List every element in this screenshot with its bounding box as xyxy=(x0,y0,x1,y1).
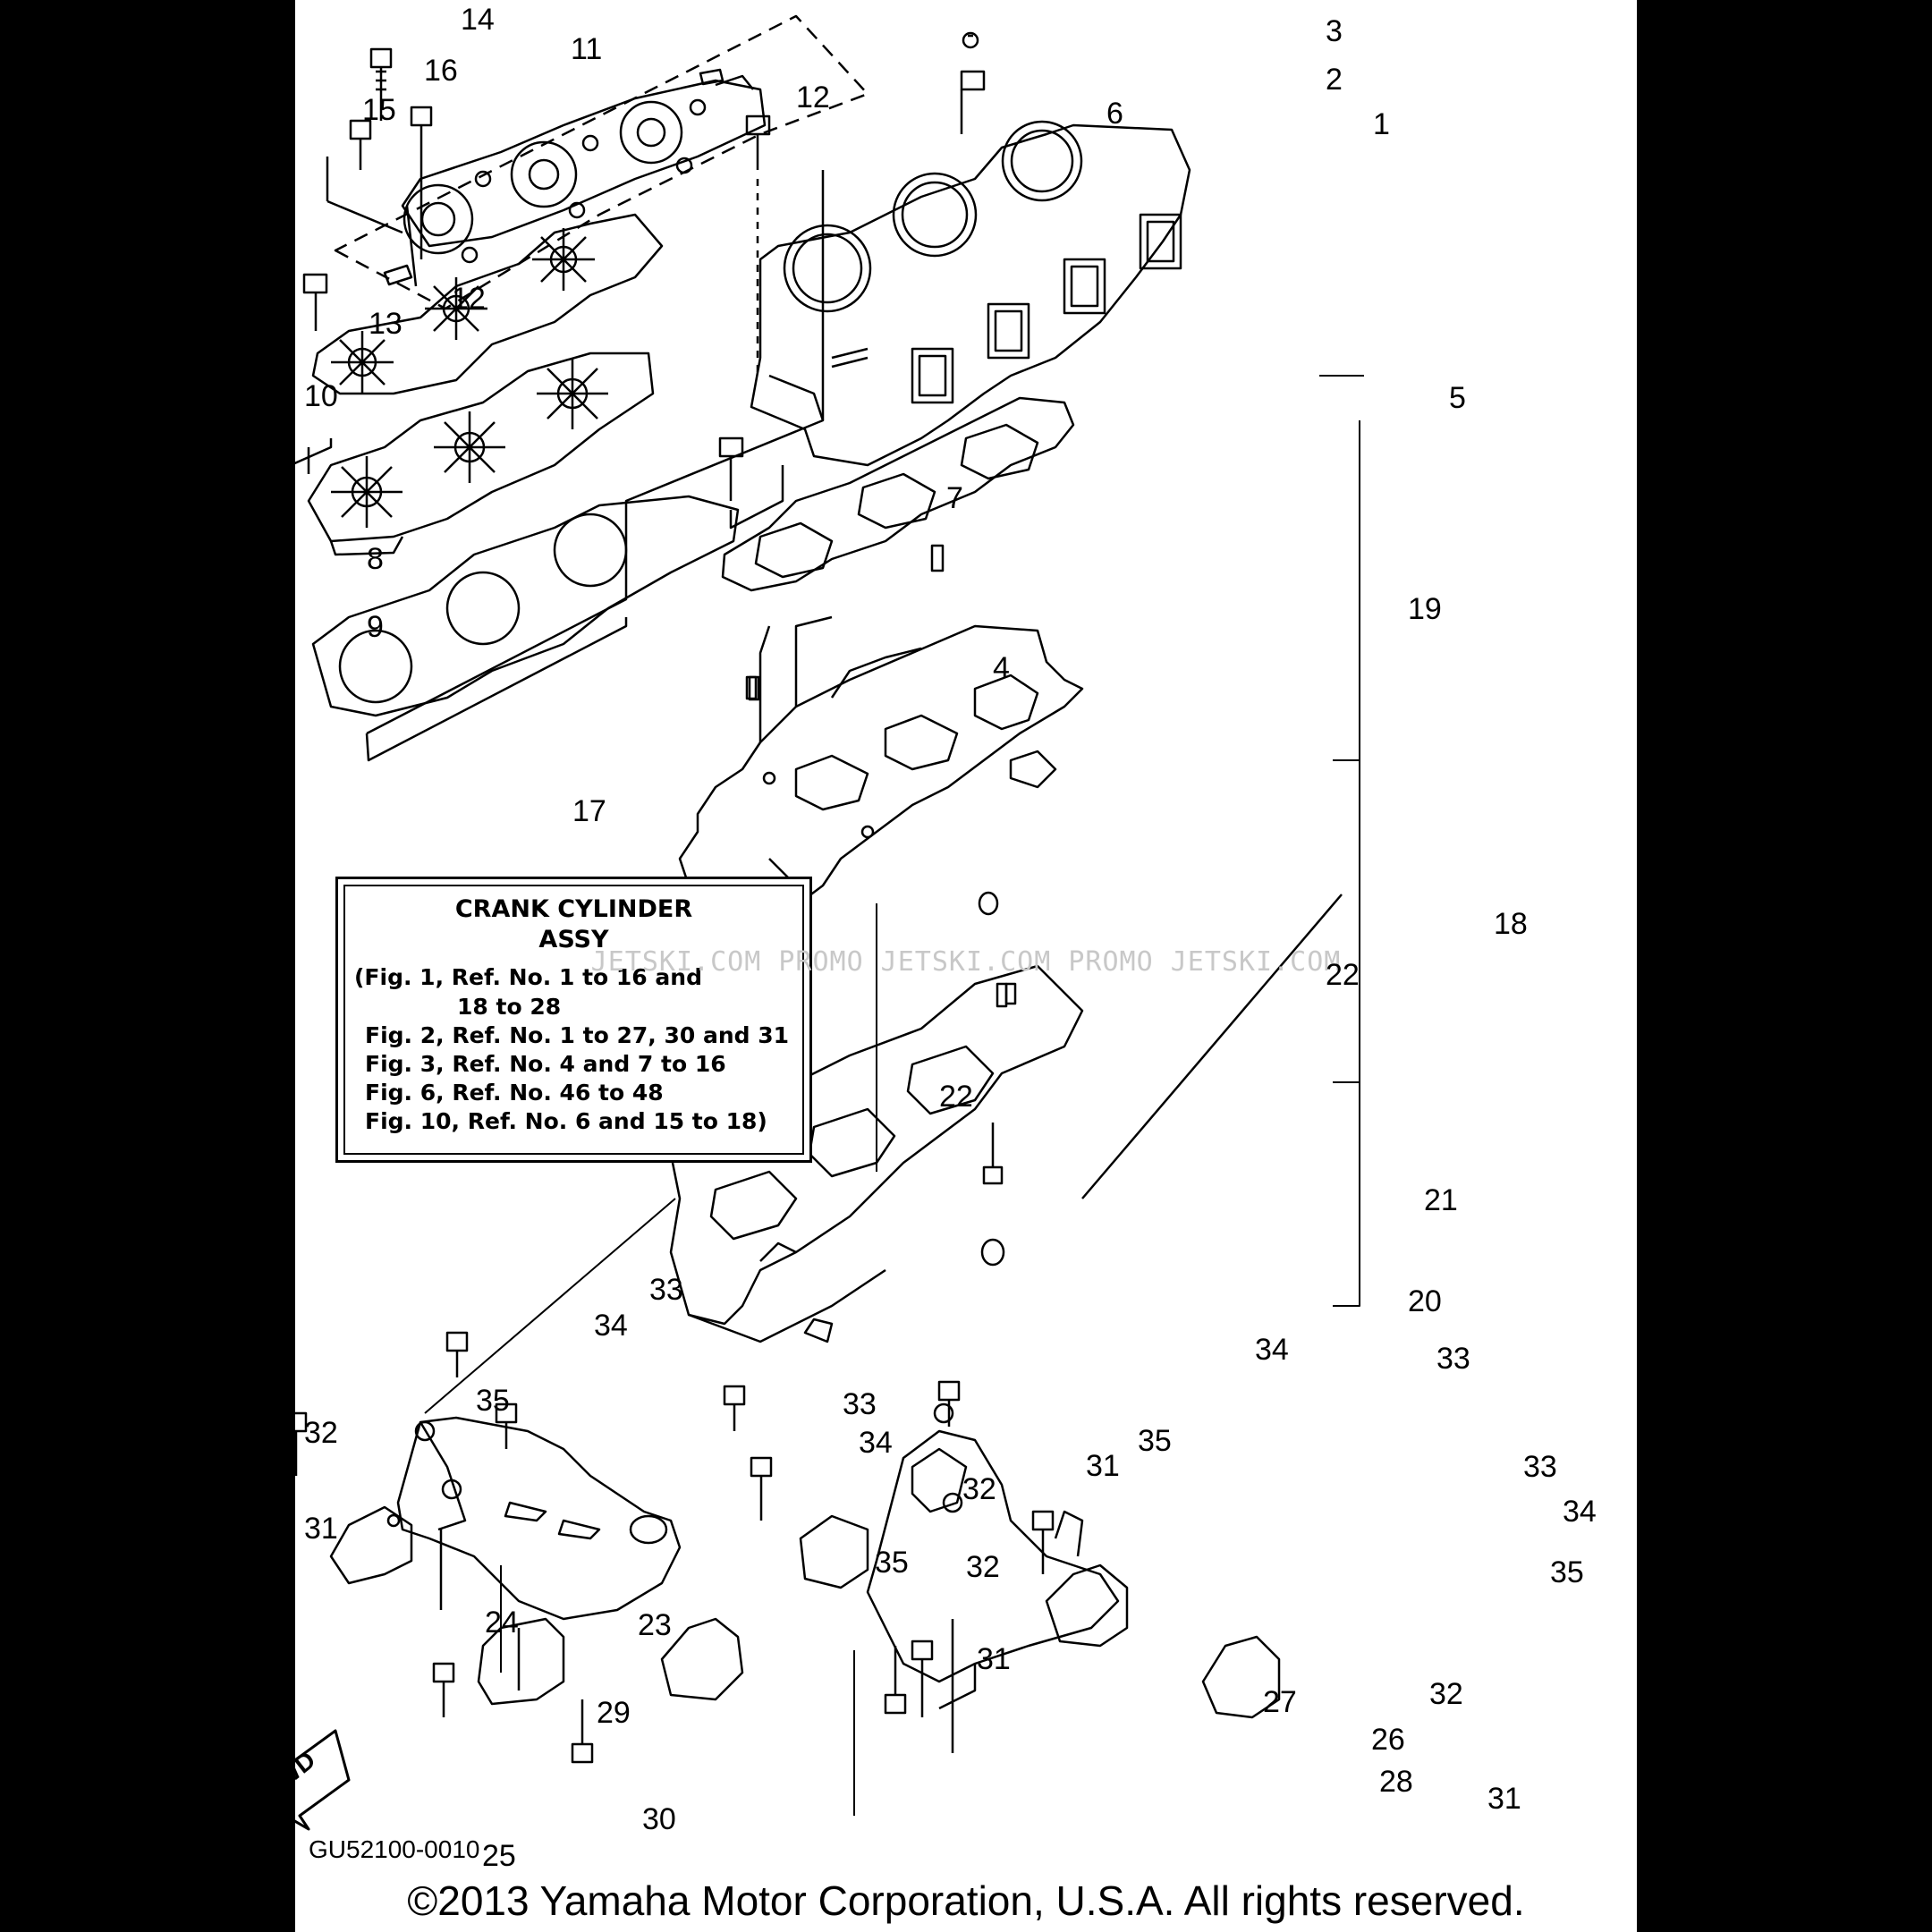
callout-label: 30 xyxy=(642,1802,676,1836)
callout-label: 12 xyxy=(452,282,486,316)
callout-label: 33 xyxy=(843,1387,877,1421)
callout-label: 33 xyxy=(1523,1450,1557,1484)
callout-label: 25 xyxy=(482,1839,516,1873)
callout-label: 19 xyxy=(1408,592,1442,626)
callout-label: 35 xyxy=(1138,1424,1172,1458)
engine-mount-rubbers xyxy=(329,1505,1281,1719)
exploded-view-guide-lines xyxy=(307,170,825,735)
callout-label: 17 xyxy=(572,794,606,828)
kit-note-line: Fig. 2, Ref. No. 1 to 27, 30 and 31 xyxy=(365,1022,790,1048)
kit-note-line: Fig. 10, Ref. No. 6 and 15 to 18) xyxy=(365,1108,767,1134)
callout-label: 5 xyxy=(1449,381,1466,415)
diagram-code: GU52100-0010 xyxy=(309,1835,480,1863)
callout-label: 18 xyxy=(1494,907,1528,941)
mount-bracket-front-part xyxy=(396,1416,682,1621)
upper-crankcase-part xyxy=(678,615,1084,936)
callout-label: 6 xyxy=(1106,97,1123,131)
kit-note-line: (Fig. 1, Ref. No. 1 to 16 and xyxy=(354,964,702,990)
callout-label: 1 xyxy=(1373,107,1390,141)
callout-label: 32 xyxy=(966,1550,1000,1584)
mount-bolts xyxy=(295,1331,1055,1764)
exploded-parts-drawing xyxy=(295,14,1364,1831)
callout-label: 27 xyxy=(1263,1685,1297,1719)
callout-label: 31 xyxy=(977,1642,1011,1676)
watermark: JETSKI.COM PROMO JETSKI.COM PROMO JETSKI… xyxy=(590,946,1342,978)
callout-label: 4 xyxy=(993,651,1010,685)
callout-label: 22 xyxy=(1326,958,1360,992)
callout-label: 34 xyxy=(1255,1333,1289,1367)
callout-label: 8 xyxy=(367,542,384,576)
kit-note-inner-border xyxy=(343,885,804,1155)
callout-label: 35 xyxy=(476,1384,510,1418)
head-cover-bolts xyxy=(326,47,433,287)
callout-label: 13 xyxy=(369,307,402,341)
head-cover-gasket-part xyxy=(311,213,664,395)
callout-label: 22 xyxy=(939,1080,973,1114)
callout-label: 32 xyxy=(962,1472,996,1506)
callout-label: 33 xyxy=(1436,1342,1470,1376)
callout-label: 7 xyxy=(946,481,963,515)
callout-label: 28 xyxy=(1379,1765,1413,1799)
kit-note-title: CRANK CYLINDER xyxy=(454,895,693,923)
kit-note-line: 18 to 28 xyxy=(457,994,562,1020)
callout-label: 31 xyxy=(304,1512,338,1546)
callout-label: 29 xyxy=(597,1696,631,1730)
diagram-sheet: CRANK CYLINDER ASSY (Fig. 1, Ref. No. 1 … xyxy=(295,0,1637,1932)
assembly-kit-note: CRANK CYLINDER ASSY (Fig. 1, Ref. No. 1 … xyxy=(335,877,812,1163)
callout-label: 24 xyxy=(485,1606,519,1640)
kit-note-line: Fig. 6, Ref. No. 46 to 48 xyxy=(365,1080,664,1106)
callout-label: 2 xyxy=(1326,63,1343,97)
callout-label: 32 xyxy=(304,1416,338,1450)
callout-label: 26 xyxy=(1371,1723,1405,1757)
kit-note-line: Fig. 3, Ref. No. 4 and 7 to 16 xyxy=(365,1051,726,1077)
callout-label: 32 xyxy=(1429,1677,1463,1711)
callout-label: 34 xyxy=(859,1426,893,1460)
copyright-notice: ©2013 Yamaha Motor Corporation, U.S.A. A… xyxy=(407,1877,1525,1924)
assembly-guide-lines xyxy=(424,375,1364,1816)
callout-label: 35 xyxy=(1550,1555,1584,1589)
callout-label: 34 xyxy=(1563,1495,1597,1529)
callout-label: 23 xyxy=(638,1608,672,1642)
callout-label: 15 xyxy=(362,93,396,127)
mount-damper-part xyxy=(477,1617,565,1706)
collar-and-bolt xyxy=(978,891,1343,1267)
callout-label: 31 xyxy=(1086,1449,1120,1483)
callout-label: 35 xyxy=(875,1546,909,1580)
cylinder-head-part xyxy=(295,273,655,556)
mount-bracket-rear-part xyxy=(866,1402,1120,1753)
cylinder-block-bolts xyxy=(718,114,784,530)
cylinder-block-part xyxy=(750,31,1191,467)
kit-note-subtitle: ASSY xyxy=(538,926,609,953)
callout-label: 14 xyxy=(461,3,495,37)
fwd-arrow-icon xyxy=(295,1729,351,1831)
callout-label: 21 xyxy=(1424,1183,1458,1217)
callout-label: 20 xyxy=(1408,1284,1442,1318)
callout-label: 12 xyxy=(796,80,830,114)
callout-label: 31 xyxy=(1487,1782,1521,1816)
callout-label: 33 xyxy=(649,1273,683,1307)
callout-label: 11 xyxy=(571,32,603,66)
cylinder-gasket-part xyxy=(721,396,1075,592)
callout-label: 10 xyxy=(304,379,338,413)
callout-label: 9 xyxy=(367,610,384,644)
callout-label: 3 xyxy=(1326,14,1343,48)
callout-label: 34 xyxy=(594,1309,628,1343)
callout-label: 16 xyxy=(424,54,458,88)
